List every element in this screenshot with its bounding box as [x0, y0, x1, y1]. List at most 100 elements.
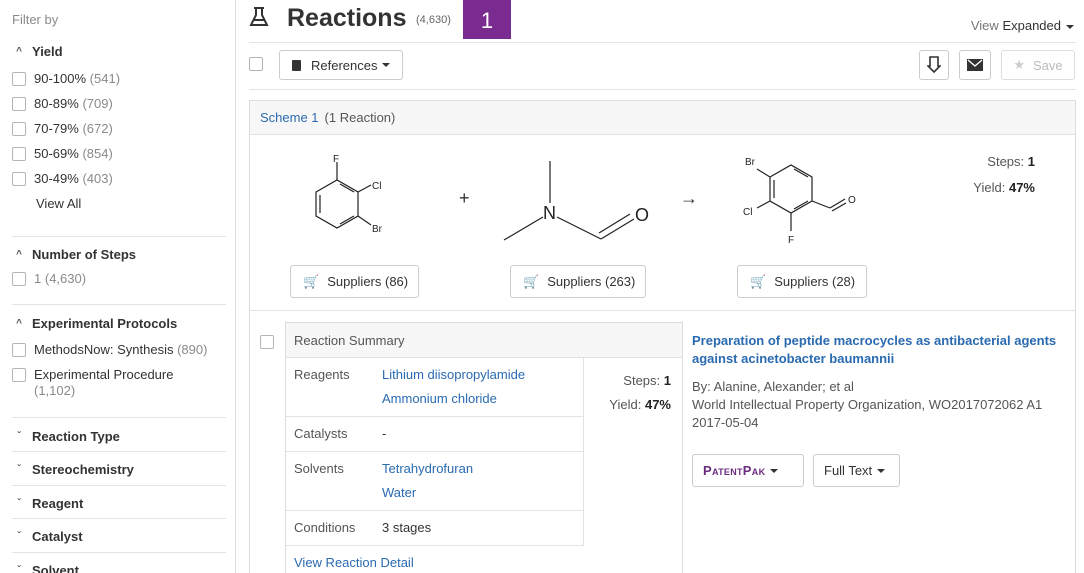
divider [12, 485, 226, 486]
chevron-up-icon: ^ [16, 248, 22, 260]
protocols-filter-header[interactable]: ^ Experimental Protocols [12, 314, 226, 332]
plus-sign: + [459, 188, 470, 208]
download-icon [927, 56, 941, 74]
protocol-option-methodsnow[interactable]: MethodsNow: Synthesis (890) [12, 342, 226, 367]
scheme-header: Scheme 1 (1 Reaction) [250, 101, 1075, 135]
checkbox[interactable] [12, 343, 26, 357]
reagents-row: Reagents Lithium diisopropylamide Ammoni… [286, 358, 583, 417]
chevron-down-icon: ˇ [17, 463, 21, 475]
caret-down-icon [770, 468, 779, 473]
svg-text:N: N [543, 203, 556, 223]
summary-header: Reaction Summary [286, 323, 682, 358]
svg-text:O: O [848, 195, 856, 206]
svg-text:Cl: Cl [743, 207, 752, 218]
suppliers-button-3[interactable]: 🛒Suppliers (28) [737, 265, 867, 298]
view-all-link[interactable]: View All [36, 196, 82, 211]
checkbox[interactable] [12, 172, 26, 186]
divider [249, 42, 1076, 43]
caret-down-icon [877, 468, 886, 473]
chevron-down-icon: ˇ [17, 497, 21, 509]
full-text-button[interactable]: Full Text [813, 454, 900, 487]
filter-sidebar: Filter by ^ Yield 90-100% (541) 80-89% (… [0, 0, 236, 573]
reactant-1-structure [315, 162, 372, 229]
svg-text:Cl: Cl [372, 181, 381, 192]
steps-filter: ^ Number of Steps 1 (4,630) [12, 245, 226, 296]
checkbox[interactable] [12, 72, 26, 86]
book-icon [292, 59, 301, 71]
reaction-checkbox[interactable] [260, 335, 274, 349]
solvent-link[interactable]: Tetrahydrofuran [382, 461, 474, 476]
catalysts-row: Catalysts - [286, 417, 583, 452]
save-button[interactable]: ★Save [1001, 50, 1075, 80]
reagent-link[interactable]: Ammonium chloride [382, 391, 497, 406]
yield-filter-header[interactable]: ^ Yield [12, 42, 226, 60]
conditions-row: Conditions 3 stages [286, 511, 583, 546]
divider [12, 304, 226, 305]
cart-icon: 🛒 [750, 273, 767, 289]
yield-option-30-49[interactable]: 30-49% (403) [12, 171, 226, 196]
caret-down-icon [382, 63, 391, 67]
reaction-summary-table: Reaction Summary Reagents Lithium diisop… [285, 322, 683, 573]
reaction-scheme-diagram: F Cl Br + N O → Br Cl F O [315, 154, 856, 246]
scheme-steps-yield: Steps: 1 Yield: 47% [973, 154, 1035, 195]
divider [12, 518, 226, 519]
steps-filter-header[interactable]: ^ Number of Steps [12, 245, 226, 263]
result-count: (4,630) [416, 14, 451, 26]
scheme-link[interactable]: Scheme 1 [260, 110, 319, 125]
solvent-link[interactable]: Water [382, 485, 417, 500]
envelope-icon [967, 59, 983, 71]
svg-text:O: O [635, 205, 649, 225]
chevron-down-icon: ˇ [17, 564, 21, 573]
page-title: Reactions [287, 4, 407, 32]
checkbox[interactable] [12, 368, 26, 382]
yield-option-70-79[interactable]: 70-79% (672) [12, 121, 226, 146]
reactant-2-structure [503, 161, 635, 241]
protocols-filter: ^ Experimental Protocols MethodsNow: Syn… [12, 314, 226, 407]
yield-option-80-89[interactable]: 80-89% (709) [12, 96, 226, 121]
protocol-option-experimental-procedure[interactable]: Experimental Procedure(1,102) [12, 367, 226, 407]
chevron-up-icon: ^ [16, 317, 22, 329]
svg-text:Br: Br [745, 157, 756, 168]
reaction-arrow: → [680, 188, 698, 208]
email-button[interactable] [959, 50, 991, 80]
summary-steps-yield: Steps: 1 Yield: 47% [609, 373, 671, 412]
publication-authors: By: Alanine, Alexander; et al [692, 379, 854, 394]
divider [12, 552, 226, 553]
steps-option-1[interactable]: 1 (4,630) [12, 271, 226, 296]
suppliers-button-1[interactable]: 🛒Suppliers (86) [290, 265, 419, 298]
checkbox[interactable] [12, 97, 26, 111]
divider [12, 451, 226, 452]
reaction-scheme-panel: Scheme 1 (1 Reaction) F Cl Br + N O → [249, 100, 1076, 573]
suppliers-button-2[interactable]: 🛒Suppliers (263) [510, 265, 646, 298]
download-button[interactable] [919, 50, 949, 80]
patentpak-button[interactable]: PatentPak [692, 454, 804, 487]
divider [12, 236, 226, 237]
reagent-link[interactable]: Lithium diisopropylamide [382, 367, 526, 382]
view-reaction-detail-link[interactable]: View Reaction Detail [294, 555, 414, 570]
main-content: Reactions (4,630) 1 View Expanded Refere… [237, 0, 1084, 573]
yield-option-90-100[interactable]: 90-100% (541) [12, 71, 226, 96]
checkbox[interactable] [12, 272, 26, 286]
yield-filter: ^ Yield 90-100% (541) 80-89% (709) 70-79… [12, 42, 226, 221]
divider [12, 417, 226, 418]
filter-by-heading: Filter by [12, 12, 59, 27]
solvents-row: Solvents Tetrahydrofuran Water [286, 452, 583, 511]
yield-option-50-69[interactable]: 50-69% (854) [12, 146, 226, 171]
view-selector[interactable]: View Expanded [971, 18, 1074, 33]
star-icon: ★ [1013, 57, 1025, 72]
divider [250, 310, 1075, 311]
checkbox[interactable] [12, 147, 26, 161]
publication-reference: Preparation of peptide macrocycles as an… [692, 332, 1072, 432]
cart-icon: 🛒 [303, 273, 320, 289]
select-all-checkbox[interactable] [249, 57, 263, 71]
publication-title-link[interactable]: Preparation of peptide macrocycles as an… [692, 333, 1057, 366]
checkbox[interactable] [12, 122, 26, 136]
chevron-down-icon: ˇ [17, 530, 21, 542]
cart-icon: 🛒 [523, 273, 540, 289]
references-button[interactable]: References [279, 50, 403, 80]
